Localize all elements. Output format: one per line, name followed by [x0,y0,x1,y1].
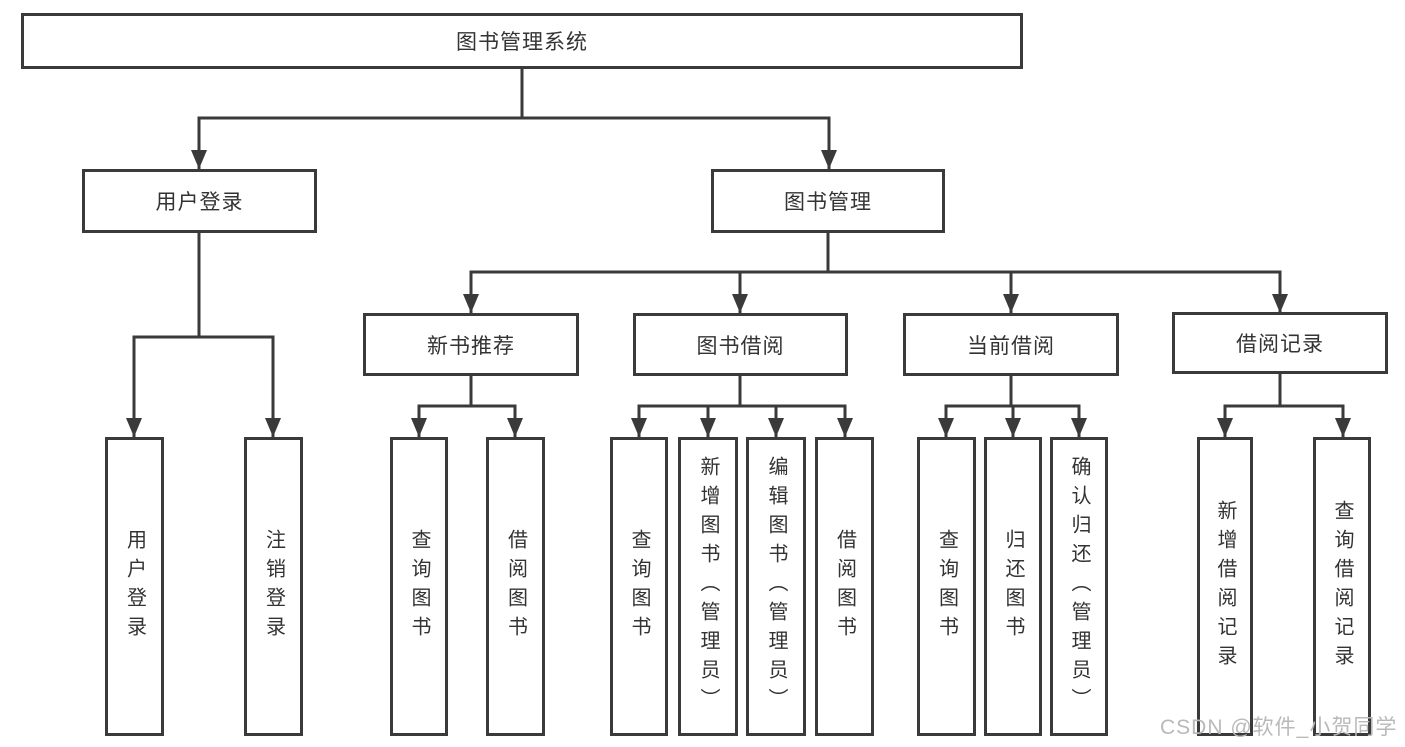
node-book-borrowing: 图书借阅 [633,313,848,376]
node-label: 图书管理 [784,191,872,214]
node-label: 确认归还（管理员） [1068,456,1090,717]
leaf-borrow-books-borrowing: 借阅图书 [815,437,874,736]
node-book-management-system: 图书管理系统 [21,13,1023,69]
node-label: 编辑图书（管理员） [765,456,787,717]
node-label: 查询图书 [935,528,958,645]
leaf-user-login: 用户登录 [105,437,164,736]
node-label: 图书管理系统 [456,31,588,54]
node-label: 新增图书（管理员） [697,456,719,717]
leaf-confirm-return-admin: 确认归还（管理员） [1050,437,1108,736]
node-label: 借阅图书 [504,528,527,645]
node-label: 借阅图书 [833,528,856,645]
node-book-management: 图书管理 [711,169,945,233]
node-label: 查询借阅记录 [1331,499,1353,674]
leaf-query-books-borrowing: 查询图书 [610,437,668,736]
csdn-watermark: CSDN @软件_小贺同学 [1160,716,1398,739]
leaf-logout: 注销登录 [244,437,303,736]
leaf-add-borrow-record: 新增借阅记录 [1197,437,1253,736]
node-label: 用户登录 [155,191,244,214]
node-label: 当前借阅 [967,334,1055,358]
node-label: 归还图书 [1002,528,1024,645]
leaf-query-borrow-record: 查询借阅记录 [1313,437,1371,736]
connector-path [132,69,1345,437]
node-label: 用户登录 [123,528,146,645]
node-label: 新增借阅记录 [1214,499,1236,674]
node-label: 查询图书 [628,528,650,645]
node-label: 注销登录 [262,528,285,645]
leaf-borrow-books: 借阅图书 [486,437,545,736]
leaf-edit-book-admin: 编辑图书（管理员） [746,437,806,736]
leaf-query-books-current: 查询图书 [917,437,976,736]
node-label: 图书借阅 [696,334,785,358]
node-borrowing-records: 借阅记录 [1172,312,1388,374]
leaf-add-book-admin: 新增图书（管理员） [678,437,738,736]
node-current-borrowing: 当前借阅 [903,313,1119,376]
node-new-book-recommendation: 新书推荐 [363,313,579,376]
leaf-return-book: 归还图书 [984,437,1042,736]
node-label: 借阅记录 [1236,333,1324,356]
leaf-query-books: 查询图书 [390,437,448,736]
node-label: 查询图书 [408,528,430,645]
node-user-login: 用户登录 [82,169,317,233]
node-label: 新书推荐 [427,334,515,358]
